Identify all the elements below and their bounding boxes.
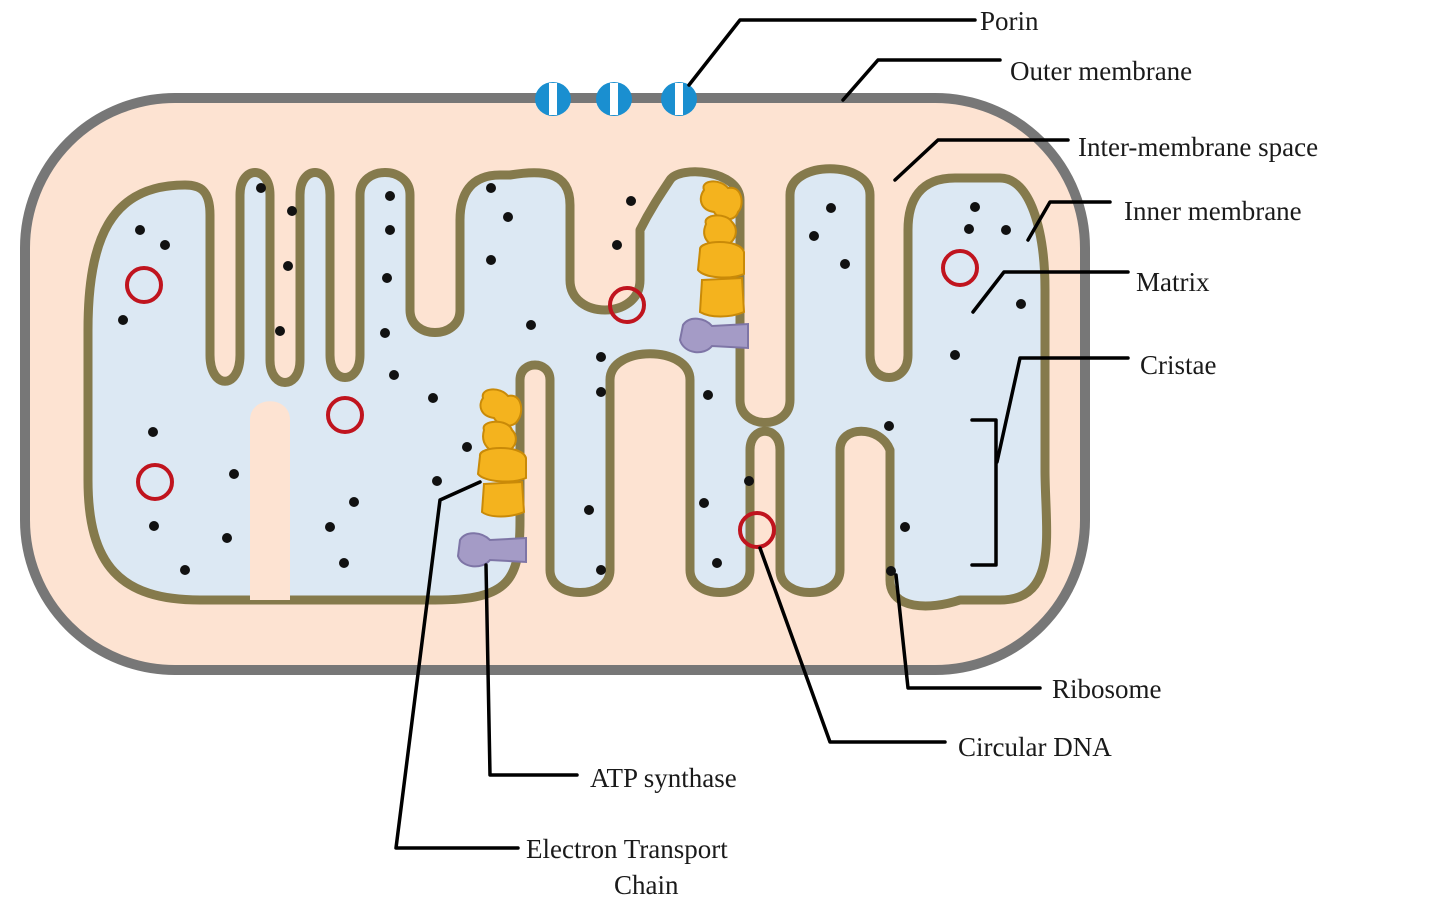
circular-dna xyxy=(125,266,163,304)
label-outer-membrane: Outer membrane xyxy=(1010,56,1192,86)
circular-dna xyxy=(608,286,646,324)
ribosome-leader xyxy=(894,573,1042,690)
matrix-leader xyxy=(971,270,1130,314)
label-etc-line2: Chain xyxy=(614,870,679,900)
circular-dna xyxy=(136,463,174,501)
label-porin: Porin xyxy=(980,6,1039,36)
electron-transport-chain-upper xyxy=(696,180,746,318)
inner-membrane xyxy=(83,164,1052,611)
label-etc-line1: Electron Transport xyxy=(526,834,728,864)
circular-dna xyxy=(326,396,364,434)
atp-synthase-leader xyxy=(484,563,579,777)
porin-leader xyxy=(687,18,977,87)
circular-dna-leader xyxy=(758,546,947,744)
label-circular-dna: Circular DNA xyxy=(958,732,1112,762)
porin-group xyxy=(535,82,697,116)
electron-transport-chain-lower xyxy=(476,388,527,518)
cristae-bracket xyxy=(970,418,998,567)
atp-synthase-lower xyxy=(456,532,527,568)
etc-leader xyxy=(394,480,520,850)
label-cristae: Cristae xyxy=(1140,350,1216,380)
circular-dna-group xyxy=(125,249,979,549)
porin-icon xyxy=(535,82,571,116)
cristae-leader xyxy=(995,356,1130,464)
porin-icon xyxy=(661,82,697,116)
atp-synthase-upper xyxy=(678,317,749,354)
intermembrane-space-leader xyxy=(893,138,1070,182)
label-intermembrane-space: Inter-membrane space xyxy=(1078,132,1318,162)
outer-membrane-leader xyxy=(841,58,1002,102)
circular-dna xyxy=(738,511,776,549)
lower-cristae xyxy=(250,401,290,600)
label-inner-membrane: Inner membrane xyxy=(1124,196,1302,226)
label-ribosome: Ribosome xyxy=(1052,674,1162,704)
porin-icon xyxy=(596,82,632,116)
inner-membrane-leader xyxy=(1026,200,1112,242)
circular-dna xyxy=(941,249,979,287)
label-matrix: Matrix xyxy=(1136,267,1210,297)
ribosome-group xyxy=(118,183,1026,576)
label-atp-synthase: ATP synthase xyxy=(590,763,737,793)
